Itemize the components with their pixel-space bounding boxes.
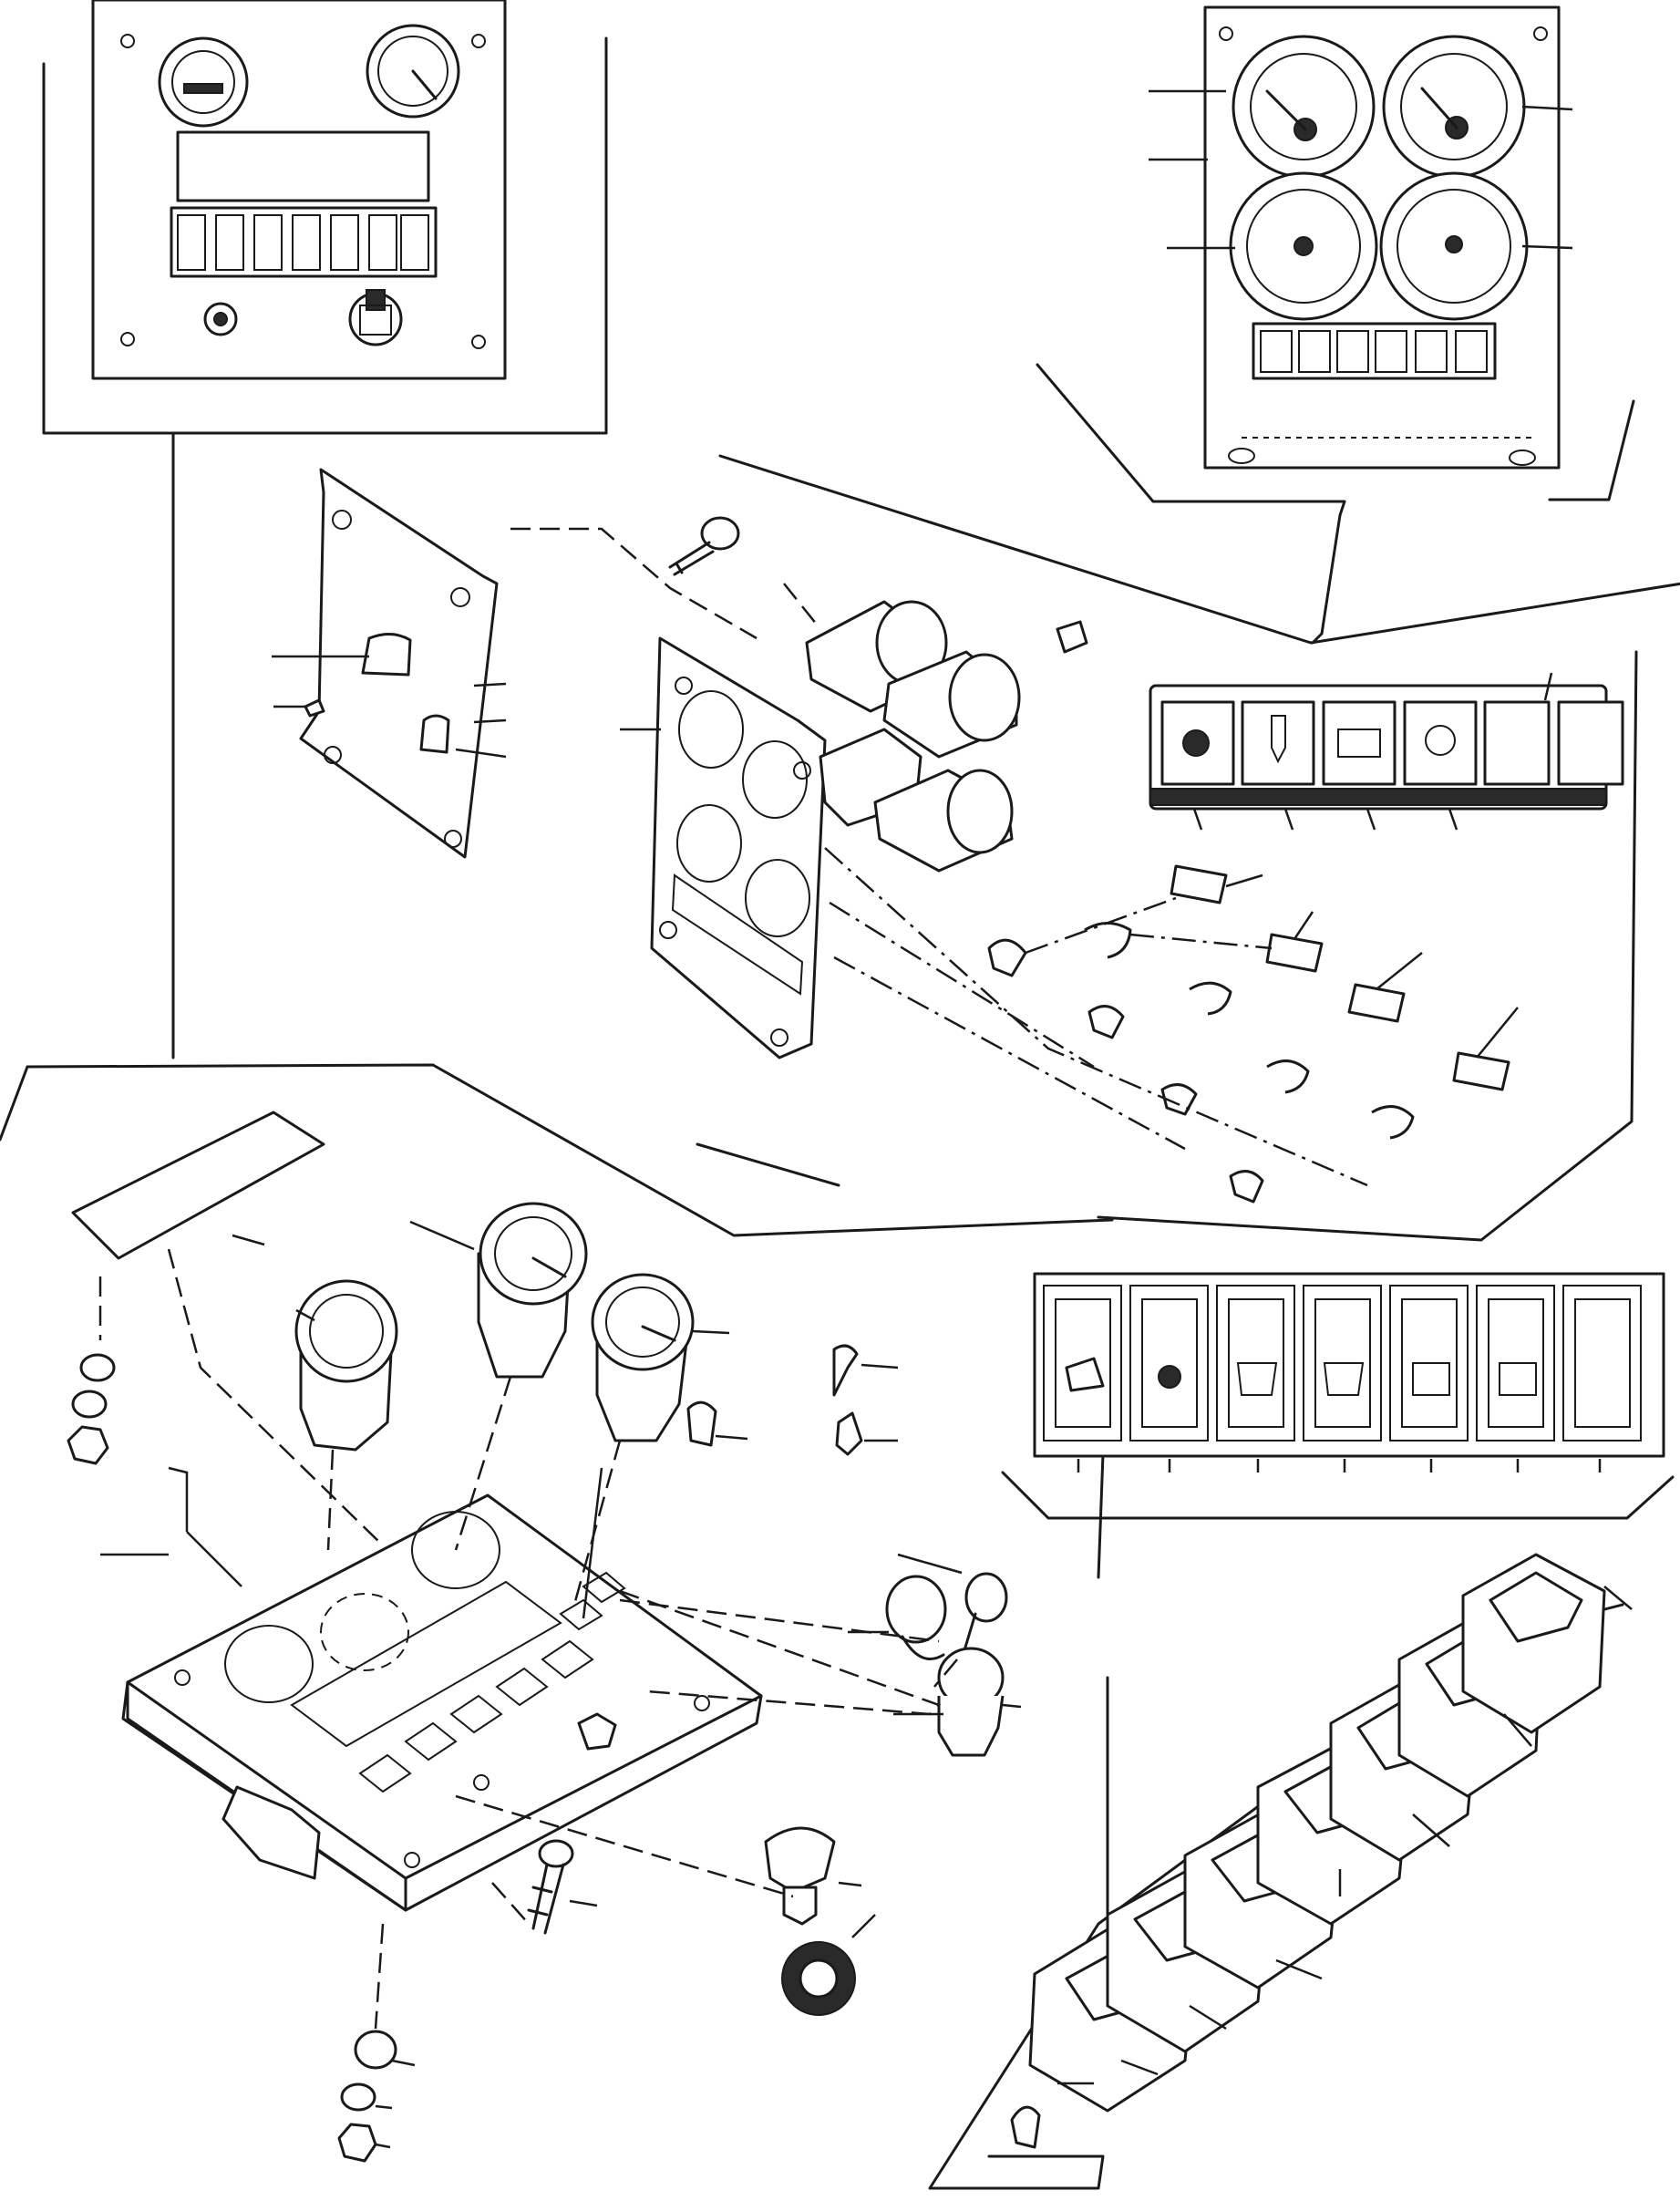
dash-panel-assembled-view [42,0,608,1059]
temperature-gauge-barrel [477,1202,588,1379]
gasket-strip [71,1111,325,1260]
console-box [121,1493,763,1912]
horn-icon [1065,1357,1105,1392]
wiper-front-icon [1236,1362,1278,1396]
hour-gauge-barrel [591,1273,695,1442]
bulb-icon [686,1400,717,1447]
oil-icon [1425,725,1456,756]
ignition-cap [885,1575,947,1660]
ignition-key-icon [963,1572,1008,1657]
headlight-icon [1412,1362,1450,1396]
rocker-switch-strip-front [1001,1272,1675,1520]
screw-icon [527,1839,574,1935]
knob-icon [419,714,450,754]
dial-gauge-icon [366,24,460,119]
warning-light-strip-small [1252,322,1497,380]
wiper-rear-icon [1323,1362,1365,1396]
tachometer-gauge-icon [1229,171,1378,321]
rocker-switch-7 [1461,1553,1606,1734]
fuel-filter-icon [1271,715,1286,764]
bulb-holders [987,922,1415,1204]
beacon-icon [1158,1365,1181,1389]
warning-light-strip [1149,684,1624,811]
mounting-holes [120,34,486,349]
fuel-gauge-barrel [294,1279,398,1452]
switch-row-top [170,206,438,278]
mounting-foot [222,1785,321,1880]
oil-pressure-gauge-icon [1382,35,1526,179]
terminal-icons [832,1344,863,1456]
washer-stack-left [67,1353,116,1465]
rocker-switches-exploded-view [928,1553,1633,2190]
battery-icon [1337,728,1381,758]
instrument-panel-assembled-view [1036,5,1635,645]
clip-icon [577,1712,617,1751]
lens-plates [1170,864,1510,1091]
light-socket-body [764,1826,836,1926]
bulb-icon [1056,620,1088,654]
gauge-barrel-4 [873,769,1014,873]
switch-connector-icon [361,633,412,677]
clock-gauge-icon [158,36,249,128]
gauge-panel-plate [650,636,827,1059]
light-icon [1182,729,1210,757]
instrument-cluster-exploded-view [272,454,1680,1242]
temperature-gauge-icon [1232,35,1376,179]
ignition-switch-body [937,1647,1005,1757]
screw-icon [668,516,740,576]
hour-meter-gauge-icon [1379,171,1529,321]
gauge-barrel-2 [882,650,1021,759]
washer-stack-bottom [337,2030,397,2163]
ignition-switch-icon [348,289,403,346]
bulb-icon [1010,2105,1041,2149]
worklight-icon [1499,1362,1537,1396]
display-window [176,130,430,202]
console-exploded-view [0,1063,1114,2163]
